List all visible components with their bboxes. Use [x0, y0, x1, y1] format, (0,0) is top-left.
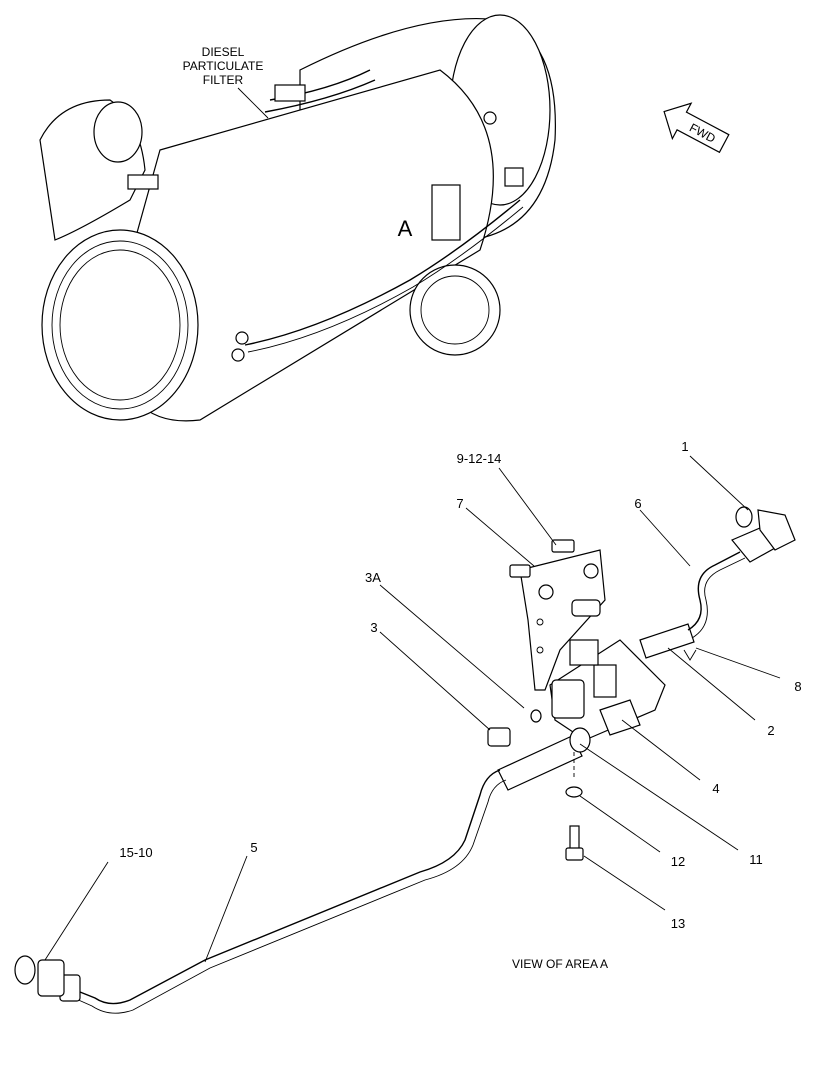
- leader-3a: [379, 584, 525, 709]
- leader-7: [465, 507, 535, 567]
- callout-12: 12: [671, 854, 685, 869]
- area-a-marker: A: [398, 216, 413, 241]
- dpf-assembly: [39, 14, 556, 422]
- callout-7: 7: [456, 496, 463, 511]
- callout-2: 2: [767, 723, 774, 738]
- cap-screw: [487, 727, 511, 747]
- leader-8: [695, 647, 781, 679]
- dpf-leader-line: [237, 87, 269, 119]
- callout-9-12-14: 9-12-14: [457, 451, 502, 466]
- callout-4: 4: [712, 781, 719, 796]
- leader-12: [579, 795, 661, 853]
- callout-11: 11: [749, 852, 763, 867]
- end-fitting: [37, 959, 65, 997]
- callout-3a: 3A: [365, 570, 381, 585]
- leader-2: [667, 647, 756, 721]
- view-caption: VIEW OF AREA A: [512, 957, 608, 971]
- callout-5: 5: [250, 840, 257, 855]
- leader-13: [583, 855, 666, 911]
- area-a-detail: [14, 506, 796, 1014]
- leader-11: [579, 743, 739, 851]
- leader-9-12-14: [498, 467, 557, 546]
- bolt: [565, 847, 584, 861]
- callout-1: 1: [681, 439, 688, 454]
- callout-6: 6: [634, 496, 641, 511]
- dpf-label-line3: FILTER: [203, 73, 244, 87]
- callouts: 1 6 9-12-14 7 3A 3 8 2 4 11 12 13 5 15-1…: [44, 439, 802, 963]
- leader-3: [379, 631, 491, 731]
- hose-upper: [639, 623, 695, 659]
- callout-15-10: 15-10: [119, 845, 152, 860]
- callout-8: 8: [794, 679, 801, 694]
- hose-lower: [497, 735, 583, 791]
- leader-15-10: [44, 861, 109, 961]
- leader-6: [639, 509, 691, 567]
- dpf-label: DIESEL PARTICULATE FILTER: [183, 45, 269, 119]
- tube-long: [74, 769, 501, 1005]
- leader-1: [689, 455, 749, 511]
- bracket: [519, 549, 606, 691]
- callout-3: 3: [370, 620, 377, 635]
- callout-13: 13: [671, 916, 685, 931]
- fwd-arrow-icon: FWD: [663, 102, 730, 154]
- washer: [565, 786, 583, 798]
- leader-4: [621, 719, 701, 781]
- dpf-label-line2: PARTICULATE: [183, 59, 264, 73]
- leader-5: [204, 855, 248, 963]
- dpf-label-line1: DIESEL: [202, 45, 245, 59]
